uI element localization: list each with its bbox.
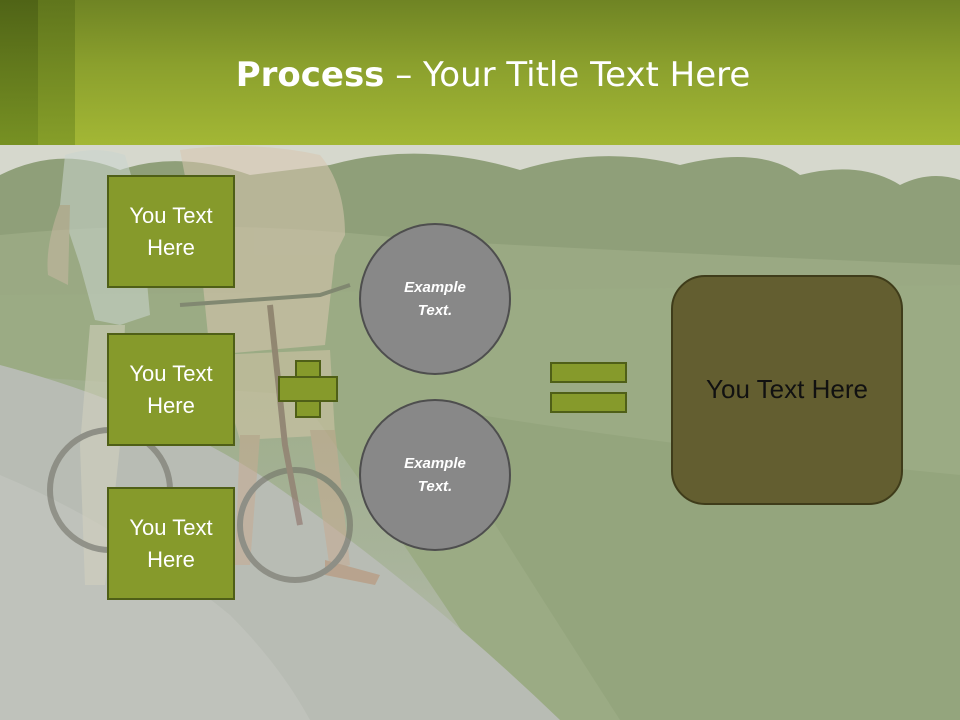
- plus-center: [297, 378, 319, 400]
- text-box-3[interactable]: You Text Here: [107, 487, 235, 600]
- text-box-1[interactable]: You Text Here: [107, 175, 235, 288]
- text-box-label: You Text Here: [129, 360, 213, 418]
- circle-label: Example Text.: [404, 279, 466, 319]
- result-box[interactable]: You Text Here: [671, 275, 903, 505]
- text-box-label: You Text Here: [129, 514, 213, 572]
- example-circle-1[interactable]: Example Text.: [359, 223, 511, 375]
- title-bold-part: Process: [235, 55, 385, 95]
- slide-title[interactable]: Process – Your Title Text Here: [0, 52, 960, 98]
- example-circle-2[interactable]: Example Text.: [359, 399, 511, 551]
- header-stripe: [0, 0, 38, 145]
- text-box-2[interactable]: You Text Here: [107, 333, 235, 446]
- circle-label: Example Text.: [404, 455, 466, 495]
- text-box-label: You Text Here: [129, 202, 213, 260]
- result-label: You Text Here: [706, 373, 868, 404]
- header-band: [0, 0, 960, 145]
- header-stripe: [38, 0, 75, 145]
- equals-bottom-bar: [550, 392, 627, 413]
- equals-top-bar: [550, 362, 627, 383]
- title-rest-part: – Your Title Text Here: [384, 55, 751, 95]
